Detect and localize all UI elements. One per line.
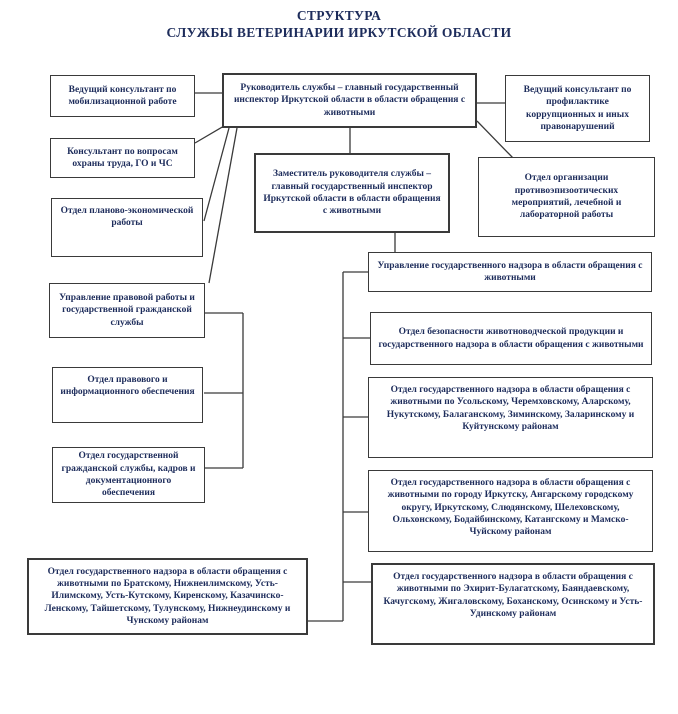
org-box-usolsky-dept: Отдел государственного надзора в области…	[368, 377, 653, 458]
diagram-title: СТРУКТУРА СЛУЖБЫ ВЕТЕРИНАРИИ ИРКУТСКОЙ О…	[0, 8, 678, 42]
org-box-planning-econ: Отдел планово-экономической работы	[51, 198, 203, 257]
diagram-title-line1: СТРУКТУРА	[296, 8, 382, 23]
connector-path	[194, 92, 514, 622]
org-box-antiepizootic: Отдел организации противоэпизоотических …	[478, 157, 655, 237]
org-box-legal-info-label: Отдел правового и информационного обеспе…	[60, 375, 195, 398]
org-box-supervision-dept-label: Управление государственного надзора в об…	[377, 260, 643, 283]
org-box-deputy: Заместитель руководителя службы – главны…	[254, 153, 450, 233]
org-box-livestock-safety-label: Отдел безопасности животноводческой прод…	[378, 327, 644, 350]
org-box-civil-service-hr-label: Отдел государственной гражданской службы…	[61, 451, 196, 499]
org-box-antiepizootic-label: Отдел организации противоэпизоотических …	[511, 173, 622, 221]
org-box-deputy-label: Заместитель руководителя службы – главны…	[263, 169, 441, 217]
org-box-leader: Руководитель службы – главный государств…	[222, 73, 477, 128]
org-box-anticorruption: Ведущий консультант по профилактике корр…	[505, 75, 650, 142]
org-box-labor-safety: Консультант по вопросам охраны труда, ГО…	[50, 138, 195, 178]
org-box-livestock-safety: Отдел безопасности животноводческой прод…	[370, 312, 652, 365]
org-box-irkutsk-city-dept-label: Отдел государственного надзора в области…	[387, 478, 634, 538]
org-box-bratsk-dept: Отдел государственного надзора в области…	[27, 558, 308, 635]
org-box-ekhirit-dept-label: Отдел государственного надзора в области…	[383, 572, 643, 620]
org-box-anticorruption-label: Ведущий консультант по профилактике корр…	[523, 84, 632, 132]
org-box-usolsky-dept-label: Отдел государственного надзора в области…	[386, 385, 635, 433]
org-box-ekhirit-dept: Отдел государственного надзора в области…	[371, 563, 655, 645]
org-box-legal-civil-dept: Управление правовой работы и государстве…	[49, 283, 205, 338]
org-box-legal-civil-dept-label: Управление правовой работы и государстве…	[59, 292, 195, 328]
org-box-civil-service-hr: Отдел государственной гражданской службы…	[52, 447, 205, 503]
org-box-labor-safety-label: Консультант по вопросам охраны труда, ГО…	[67, 146, 178, 169]
org-box-irkutsk-city-dept: Отдел государственного надзора в области…	[368, 470, 653, 552]
org-box-mobilization-label: Ведущий консультант по мобилизационной р…	[68, 84, 177, 107]
org-box-supervision-dept: Управление государственного надзора в об…	[368, 252, 652, 292]
org-box-leader-label: Руководитель службы – главный государств…	[233, 82, 466, 118]
org-box-mobilization: Ведущий консультант по мобилизационной р…	[50, 75, 195, 117]
org-box-legal-info: Отдел правового и информационного обеспе…	[52, 367, 203, 423]
diagram-title-line2: СЛУЖБЫ ВЕТЕРИНАРИИ ИРКУТСКОЙ ОБЛАСТИ	[166, 24, 512, 40]
org-box-planning-econ-label: Отдел планово-экономической работы	[60, 206, 194, 229]
org-box-bratsk-dept-label: Отдел государственного надзора в области…	[44, 566, 291, 627]
